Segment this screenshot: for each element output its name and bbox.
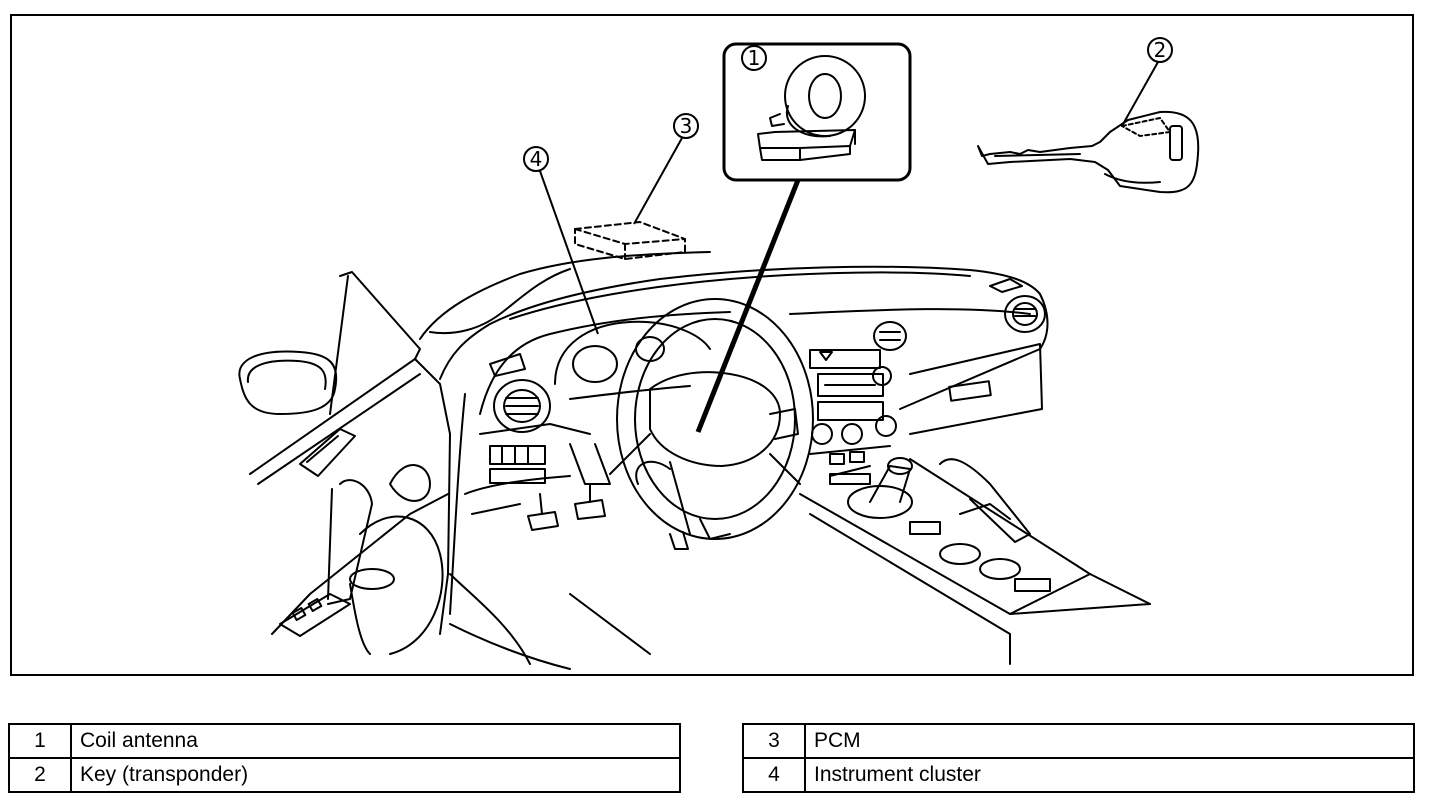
diagram-figure: 1 2 3 4 <box>10 14 1414 676</box>
legend-row: 3 PCM <box>742 723 1415 759</box>
legend-label: PCM <box>804 723 1415 759</box>
steering-wheel <box>609 298 814 550</box>
figure-frame <box>10 14 1414 676</box>
svg-text:3: 3 <box>680 114 693 138</box>
legend-number: 1 <box>8 723 72 759</box>
legend-table-left: 1 Coil antenna 2 Key (transponder) <box>8 723 681 793</box>
legend-number: 2 <box>8 757 72 793</box>
side-mirror <box>238 350 338 415</box>
door-panel <box>249 271 451 655</box>
callout-3: 3 <box>673 113 699 139</box>
legend-label: Instrument cluster <box>804 757 1415 793</box>
leader-lines <box>539 61 1159 433</box>
a-pillar <box>419 251 711 615</box>
dashboard <box>479 265 1049 435</box>
key-transponder <box>977 110 1200 194</box>
legend-row: 1 Coil antenna <box>8 723 681 759</box>
legend-label: Coil antenna <box>70 723 681 759</box>
legend-label: Key (transponder) <box>70 757 681 793</box>
center-stack <box>809 349 897 465</box>
callout-4: 4 <box>523 146 549 172</box>
legend-row: 2 Key (transponder) <box>8 757 681 793</box>
center-console <box>799 457 1151 665</box>
legend-row: 4 Instrument cluster <box>742 757 1415 793</box>
coil-antenna-inset <box>722 42 912 182</box>
svg-text:4: 4 <box>530 147 543 171</box>
floor <box>449 573 651 670</box>
callout-1: 1 <box>741 45 767 71</box>
legend-number: 3 <box>742 723 806 759</box>
callout-2: 2 <box>1147 37 1173 63</box>
svg-text:1: 1 <box>748 46 761 70</box>
svg-text:2: 2 <box>1154 38 1167 62</box>
legend-number: 4 <box>742 757 806 793</box>
pcm-module <box>574 221 686 260</box>
legend-table-right: 3 PCM 4 Instrument cluster <box>742 723 1415 793</box>
lower-dash <box>464 423 611 531</box>
